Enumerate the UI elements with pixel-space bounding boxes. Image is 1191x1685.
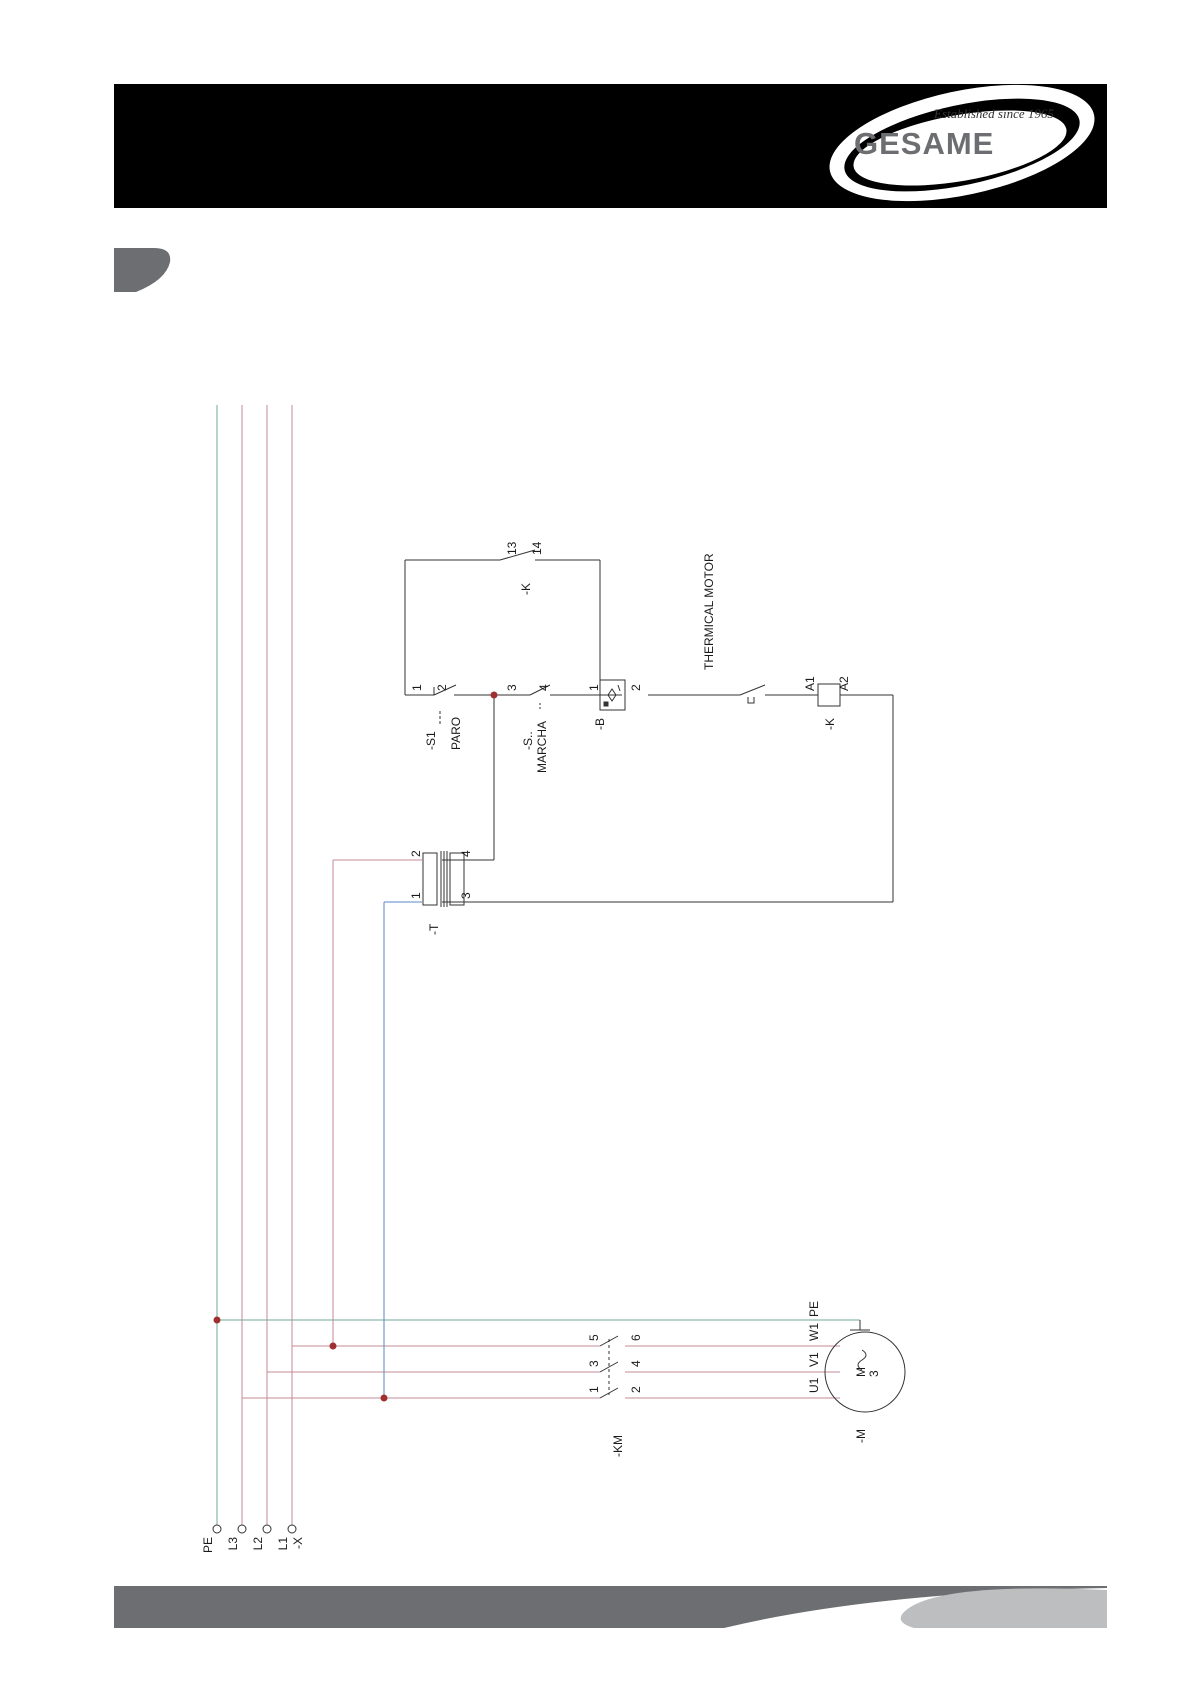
svg-text:6: 6	[629, 1334, 643, 1341]
svg-text:1: 1	[587, 684, 601, 691]
contactor-ref: -KM	[611, 1435, 625, 1457]
self-hold-ref: -K	[519, 583, 533, 595]
svg-text:4: 4	[459, 850, 473, 857]
coil-ref: -K	[823, 718, 837, 730]
stop-ref: -S1	[424, 731, 438, 750]
motor-ref: -M	[854, 1429, 868, 1443]
supply-terminals	[213, 1525, 296, 1533]
svg-text:3: 3	[587, 1360, 601, 1367]
svg-text:3: 3	[459, 892, 473, 899]
svg-text:A2: A2	[837, 676, 851, 691]
motor-phases: 3	[867, 1370, 881, 1377]
stop-label: PARO	[449, 717, 463, 750]
svg-text:1: 1	[409, 892, 423, 899]
svg-text:13: 13	[505, 541, 519, 555]
line-label-l3: L3	[226, 1537, 240, 1551]
line-label-pe: PE	[201, 1537, 215, 1553]
svg-text:3: 3	[505, 684, 519, 691]
logo-tagline: Established since 1965	[933, 106, 1054, 121]
logo-brand: GESAME	[854, 126, 994, 161]
thermal-contact	[740, 685, 765, 703]
svg-text:2: 2	[409, 850, 423, 857]
svg-text:4: 4	[629, 1360, 643, 1367]
gesame-logo: Established since 1965 GESAME	[802, 78, 1102, 208]
svg-text:V1: V1	[807, 1352, 821, 1367]
wiring-diagram: PE L3 L2 L1 -X 5 3 1 6 4 2 -KM W1 V1 U1 …	[200, 395, 960, 1565]
svg-text:W1: W1	[807, 1323, 821, 1341]
svg-text:5: 5	[587, 1334, 601, 1341]
sensor-ref: -B	[593, 718, 607, 730]
terminal-ref-x: -X	[291, 1537, 305, 1549]
footer-bar	[114, 1586, 1107, 1628]
junctions	[214, 692, 498, 1402]
svg-text:1: 1	[410, 684, 424, 691]
motor-symbol: M	[854, 1367, 868, 1377]
line-label-l1: L1	[276, 1537, 290, 1551]
svg-text:2: 2	[629, 1386, 643, 1393]
svg-text:U1: U1	[807, 1377, 821, 1393]
transformer-ref: -T	[427, 923, 441, 935]
svg-text:PE: PE	[807, 1301, 821, 1317]
section-tab	[114, 248, 172, 292]
svg-text:2: 2	[629, 684, 643, 691]
start-ref: -S..	[521, 731, 535, 750]
line-label-l2: L2	[251, 1537, 265, 1551]
svg-text:14: 14	[530, 541, 544, 555]
svg-text:2: 2	[435, 684, 449, 691]
svg-text:1: 1	[587, 1386, 601, 1393]
svg-text:A1: A1	[803, 676, 817, 691]
contactor-km	[600, 1336, 618, 1398]
svg-text:4: 4	[537, 684, 551, 691]
start-label: MARCHA	[535, 721, 549, 773]
transformer	[423, 851, 464, 907]
thermal-label: THERMICAL MOTOR	[702, 553, 716, 670]
